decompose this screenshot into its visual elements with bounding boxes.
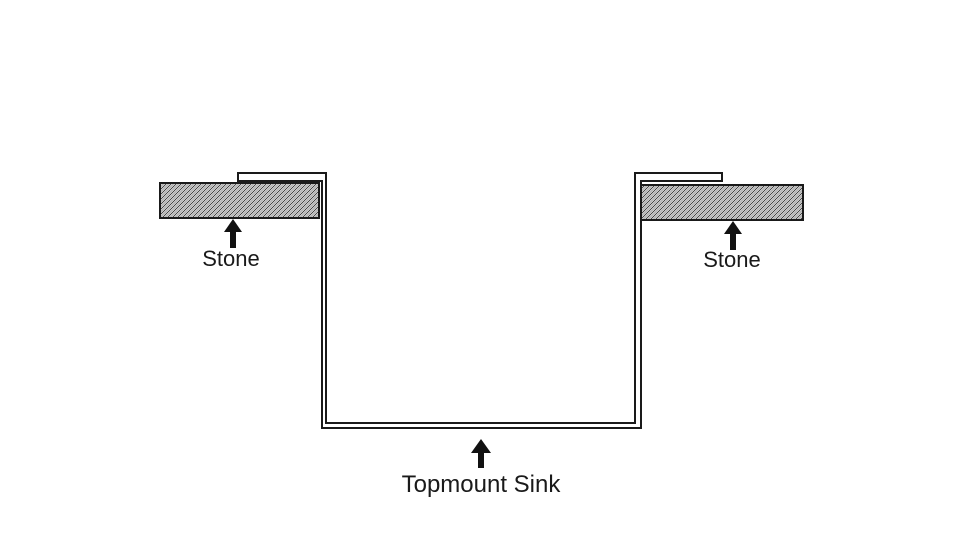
sink-callout: Topmount Sink <box>402 439 562 498</box>
arrow-up-icon <box>224 219 242 232</box>
arrow-shaft <box>478 451 484 468</box>
arrow-up-icon <box>724 221 742 234</box>
stone-label-right: Stone <box>703 247 761 272</box>
topmount-sink-label: Topmount Sink <box>402 471 562 498</box>
arrow-shaft <box>230 230 236 248</box>
sink-profile-outline <box>237 172 723 429</box>
stone-countertop-right <box>640 184 804 221</box>
right-stone-callout: Stone <box>703 221 761 272</box>
left-stone-callout: Stone <box>202 219 260 271</box>
arrow-shaft <box>730 232 736 250</box>
stone-countertop-left <box>159 182 320 219</box>
arrow-up-icon <box>471 439 491 453</box>
stone-label-left: Stone <box>202 246 260 271</box>
